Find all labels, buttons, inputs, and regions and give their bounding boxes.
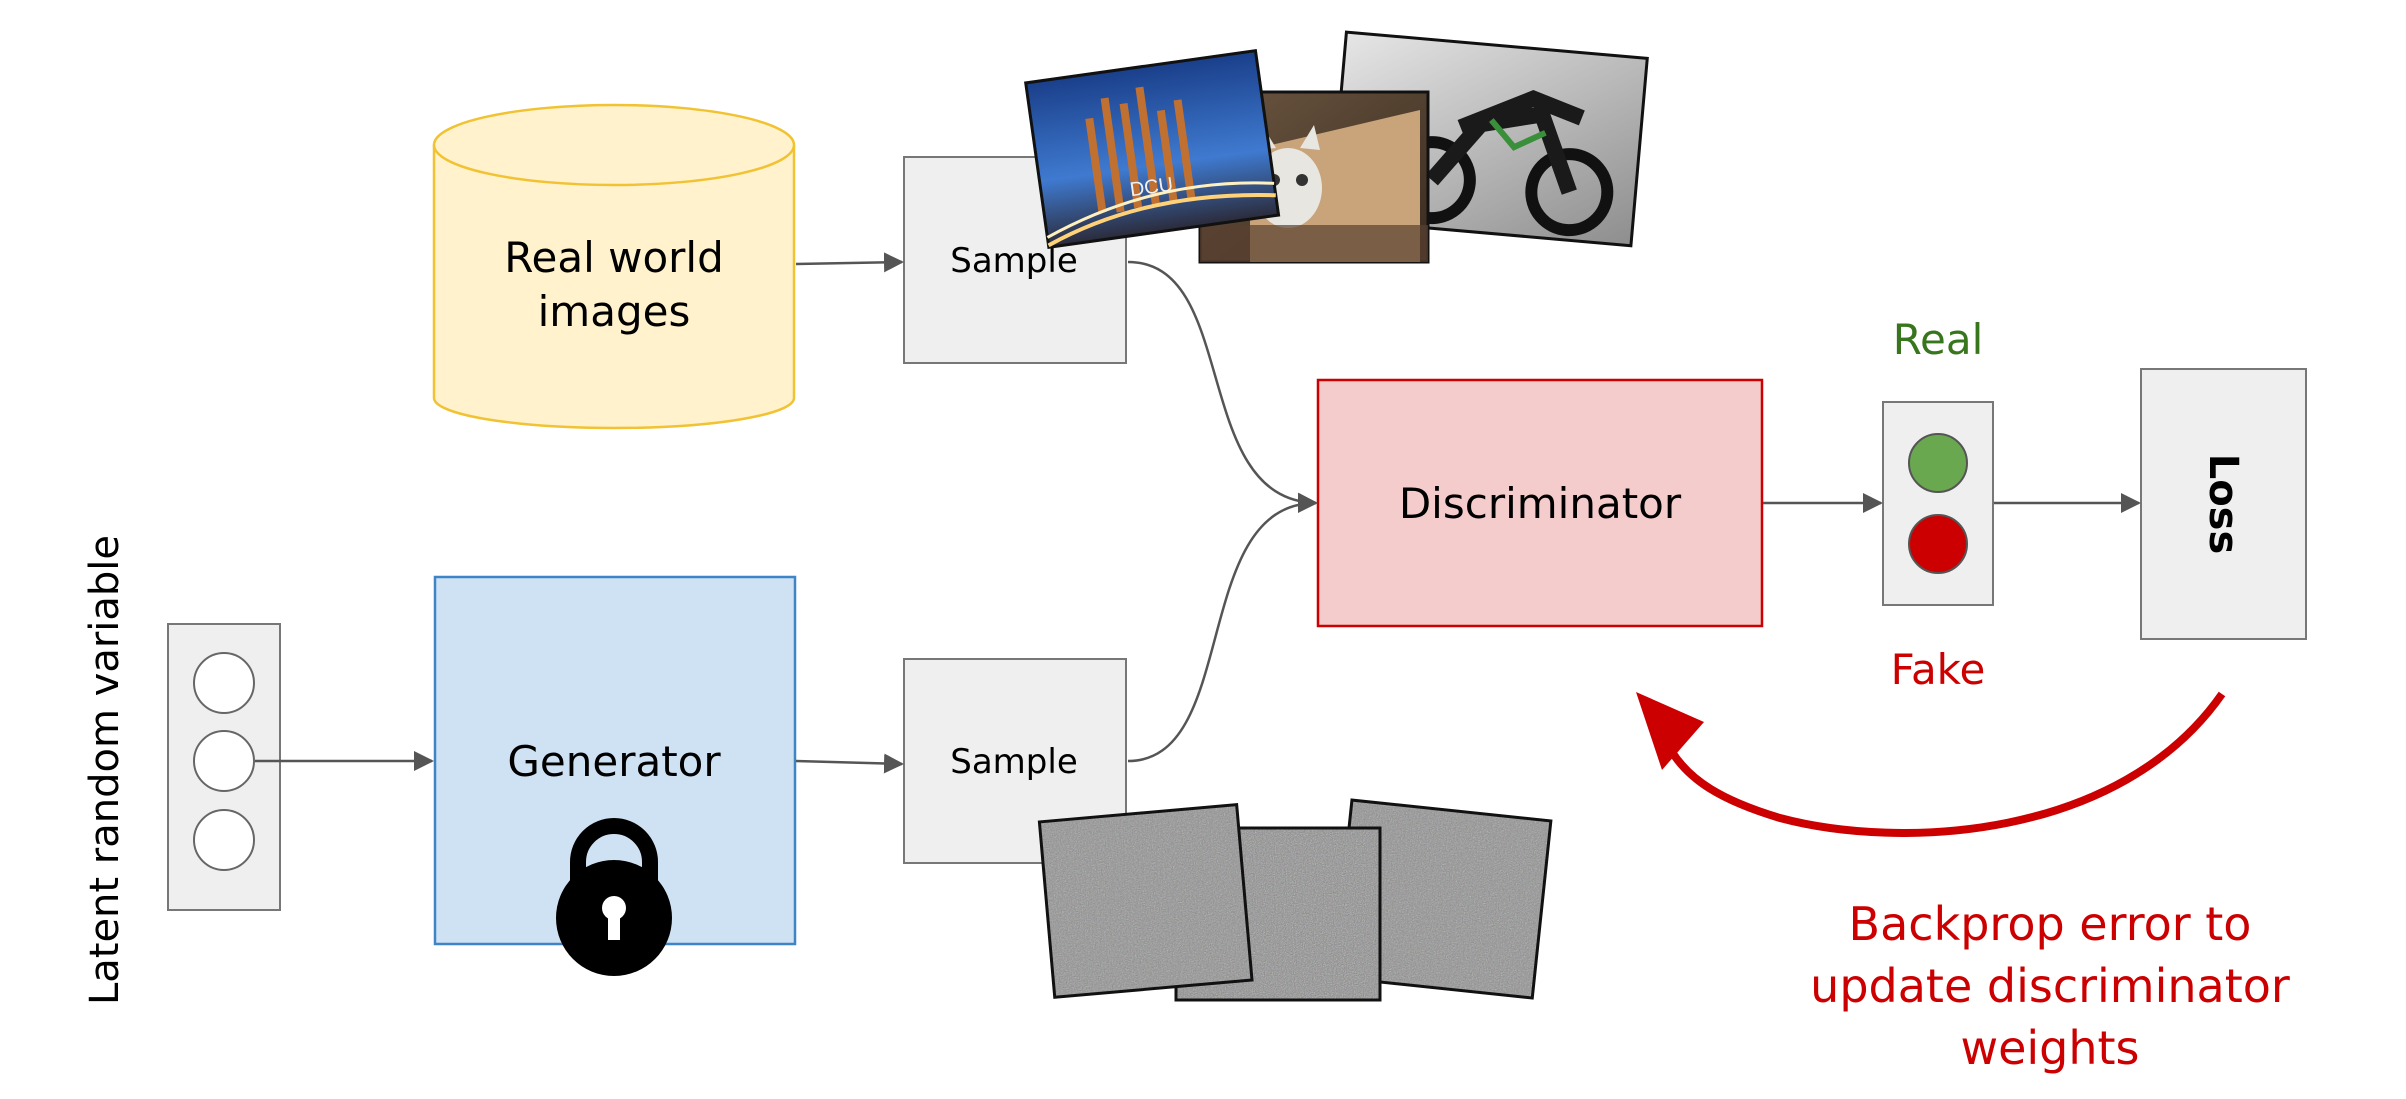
real-output-label: Real <box>1893 315 1984 364</box>
fake-output-label: Fake <box>1891 645 1986 694</box>
latent-label: Latent random variable <box>82 535 128 1005</box>
loss-box <box>2140 368 2307 640</box>
discriminator-label: Discriminator <box>1399 479 1682 528</box>
backprop-arrow <box>1668 691 2226 837</box>
latent-node-3 <box>193 809 255 871</box>
fake-light <box>1908 514 1968 574</box>
loss-label: Loss <box>2200 454 2246 555</box>
noise-image-1 <box>1037 803 1254 999</box>
noise-image-3 <box>1331 798 1553 1000</box>
latent-node-2 <box>193 730 255 792</box>
real-fake-indicator <box>1882 401 1994 606</box>
sample-bottom-label: Sample <box>950 742 1077 782</box>
backprop-text-line2: update discriminator <box>1810 959 2290 1013</box>
real-light <box>1908 433 1968 493</box>
discriminator-box <box>1316 378 1764 628</box>
database-to-sample-arrow <box>795 252 904 273</box>
lock-icon <box>556 818 672 976</box>
sample-bottom-to-discriminator-arrow <box>1127 493 1318 763</box>
real-world-images-label-line1: Real world <box>504 233 724 282</box>
sample-top-to-discriminator-arrow <box>1127 260 1318 513</box>
generator-label: Generator <box>507 737 721 786</box>
generator-to-sample-arrow <box>795 753 904 774</box>
latent-variable-box <box>167 623 281 911</box>
backprop-text-line3: weights <box>1960 1021 2139 1075</box>
backprop-arrowhead <box>1636 692 1704 770</box>
real-world-images-database <box>432 103 796 430</box>
latent-node-1 <box>193 652 255 714</box>
real-world-images-label-line2: images <box>538 287 691 336</box>
real-photo-city: DCU <box>1024 48 1281 250</box>
backprop-text-line1: Backprop error to <box>1849 897 2252 951</box>
